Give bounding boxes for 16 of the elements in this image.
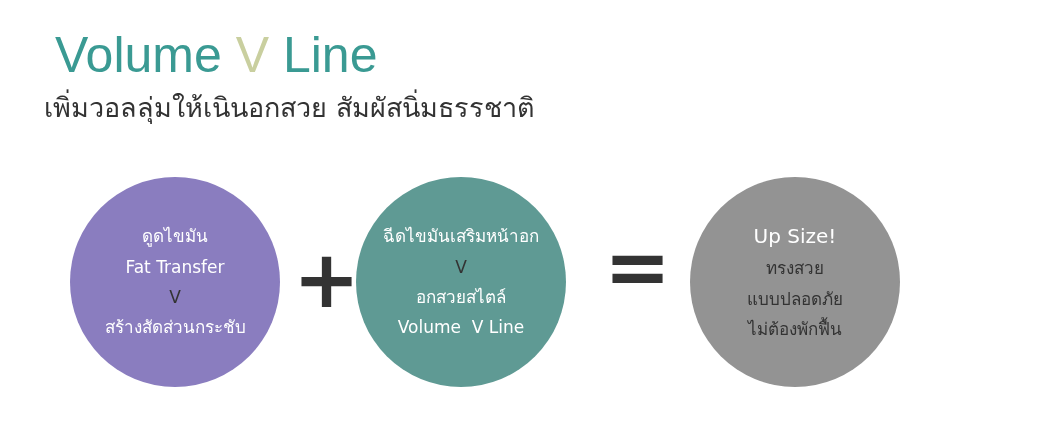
circle-text: V <box>455 256 467 277</box>
plus-sign: + <box>293 240 361 320</box>
circle-text: Up Size! <box>753 224 837 249</box>
title: Volume V Line <box>55 26 378 84</box>
circle-text: แบบปลอดภัย <box>747 288 843 310</box>
circle-text: ดูดไขมัน <box>142 226 208 247</box>
circle-text: Fat Transfer <box>125 256 225 277</box>
circle-text: สร้างสัดส่วนกระชับ <box>104 317 246 338</box>
circle-text: V <box>169 287 181 308</box>
circle-text: Volume V Line <box>397 317 525 338</box>
subtitle: เพิ่มวอลลุ่มให้เนินอกสวย สัมผัสนิ่มธรรชาติ <box>44 86 535 129</box>
circle-text: อกสวยสไตล์ <box>416 287 506 308</box>
circle-text: ฉีดไขมันเสริมหน้าอก <box>383 226 539 247</box>
equals-sign: = <box>604 228 672 308</box>
circle-text: ทรงสวย <box>766 258 824 279</box>
circle-text: ไม่ต้องพักฟื้น <box>748 319 842 340</box>
